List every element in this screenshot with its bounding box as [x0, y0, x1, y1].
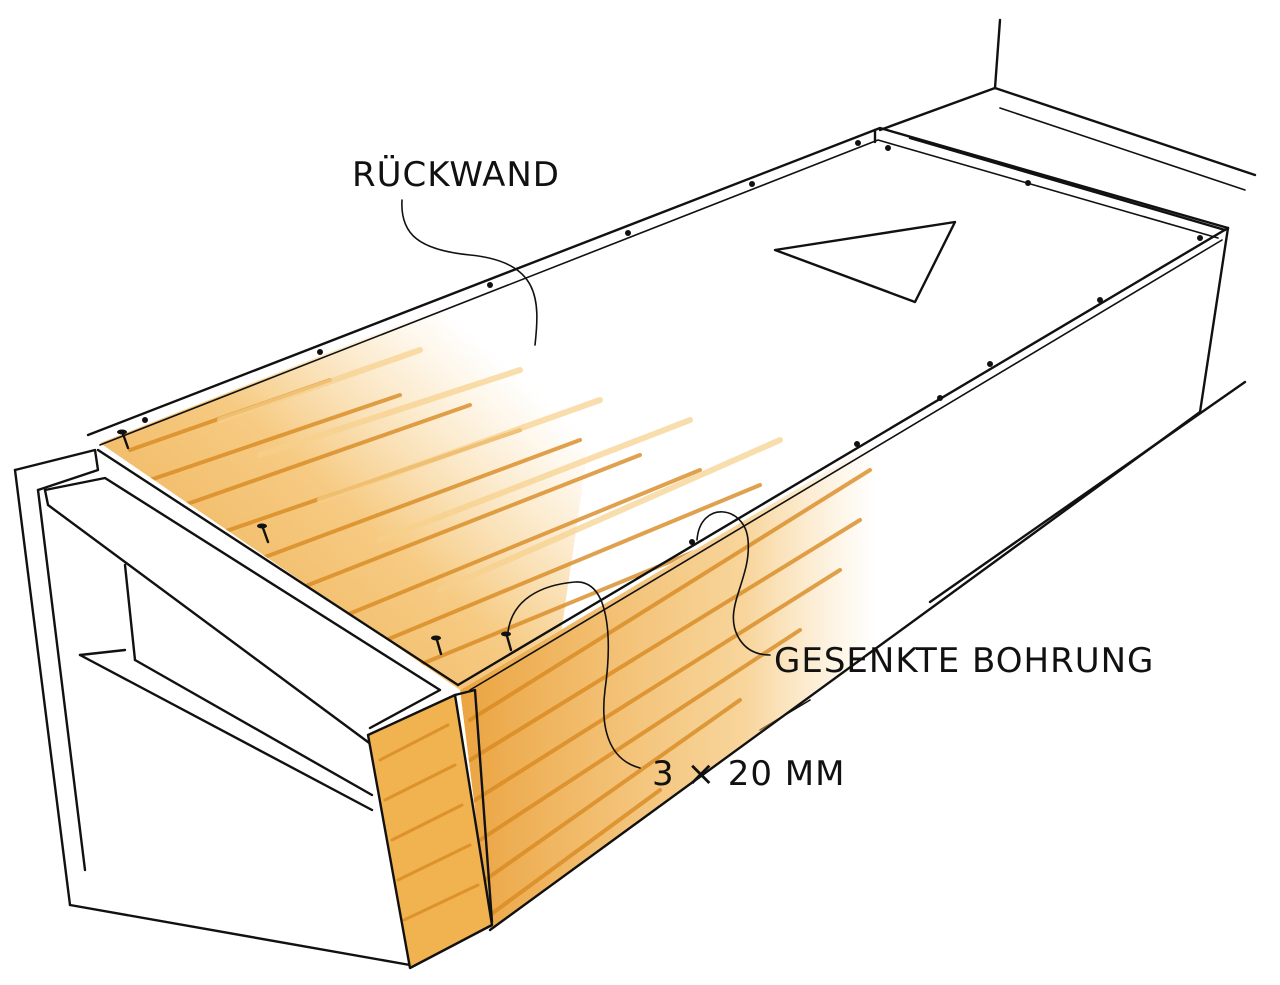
- screw-hole: [625, 230, 631, 236]
- leader-gesenkte-bohrung: [696, 511, 771, 656]
- screw-hole: [987, 361, 993, 367]
- screw-hole: [854, 441, 860, 447]
- side-wood-coloring: [460, 380, 980, 930]
- screws: [117, 429, 513, 656]
- screw-hole: [1097, 297, 1103, 303]
- top-wood-coloring: [100, 230, 822, 690]
- label-screw-size: 3 × 20 MM: [652, 754, 845, 794]
- screw-hole: [937, 395, 943, 401]
- end-board: [366, 688, 494, 970]
- screw: [257, 523, 270, 544]
- box-body: [86, 126, 1230, 932]
- screw-hole: [689, 539, 695, 545]
- label-gesenkte-bohrung: GESENKTE BOHRUNG: [774, 641, 1154, 681]
- label-rueckwand: RÜCKWAND: [352, 154, 560, 195]
- screw-hole: [317, 349, 323, 355]
- screw: [431, 635, 443, 656]
- screw-hole: [1025, 180, 1031, 186]
- screw-hole: [1197, 235, 1203, 241]
- screw-hole: [142, 417, 148, 423]
- screw-holes: [142, 140, 1203, 545]
- leader-schraube: [507, 581, 641, 769]
- screw-hole: [749, 181, 755, 187]
- leader-rueckwand: [401, 199, 538, 346]
- screw-hole: [885, 145, 891, 151]
- screw: [501, 631, 513, 652]
- open-end-section: [13, 448, 442, 967]
- screw-hole: [855, 140, 861, 146]
- screw-hole: [487, 282, 493, 288]
- leader-lines: [401, 199, 771, 769]
- screw: [117, 429, 130, 450]
